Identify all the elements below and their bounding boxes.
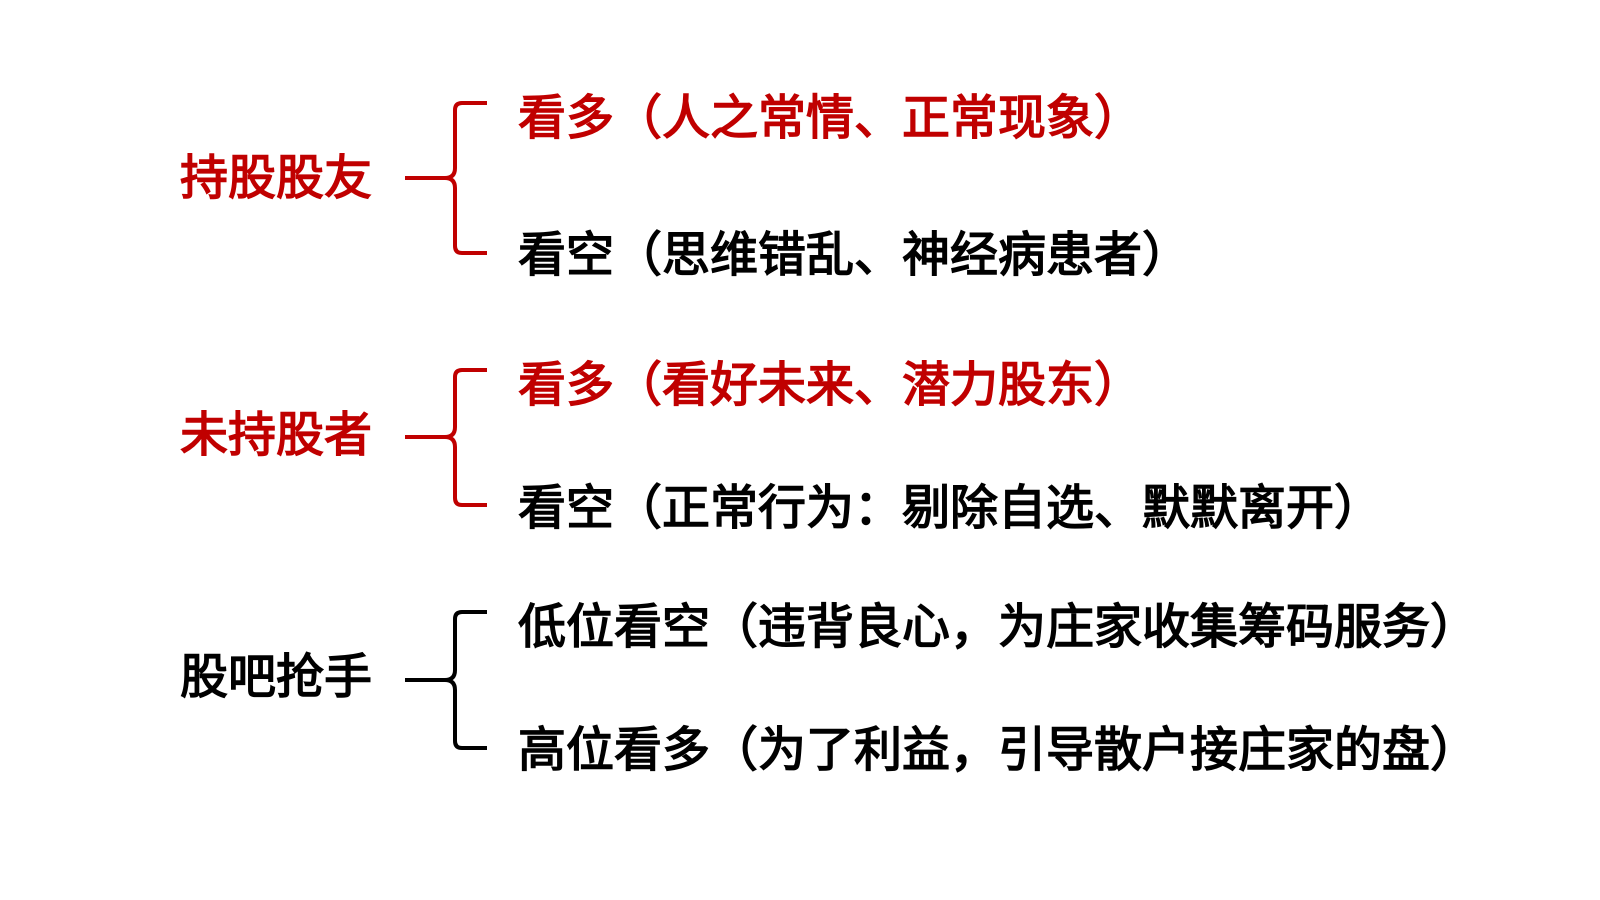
group-label-non-holders: 未持股者 [180, 407, 373, 463]
group-label-holders: 持股股友 [180, 150, 373, 206]
shills-low-bearish-item: 低位看空（违背良心，为庄家收集筹码服务） [518, 599, 1479, 655]
non-holders-bullish-item: 看多（看好未来、潜力股东） [518, 357, 1143, 413]
holders-bullish-item: 看多（人之常情、正常现象） [518, 90, 1143, 146]
bracket-non-holders [405, 368, 487, 507]
group-label-forum-shills: 股吧抢手 [180, 649, 373, 705]
bracket-forum-shills [405, 610, 487, 750]
bracket-holders [405, 101, 487, 255]
shills-high-bullish-item: 高位看多（为了利益，引导散户接庄家的盘） [518, 722, 1479, 778]
non-holders-bearish-item: 看空（正常行为：剔除自选、默默离开） [518, 480, 1383, 536]
holders-bearish-item: 看空（思维错乱、神经病患者） [518, 227, 1191, 283]
